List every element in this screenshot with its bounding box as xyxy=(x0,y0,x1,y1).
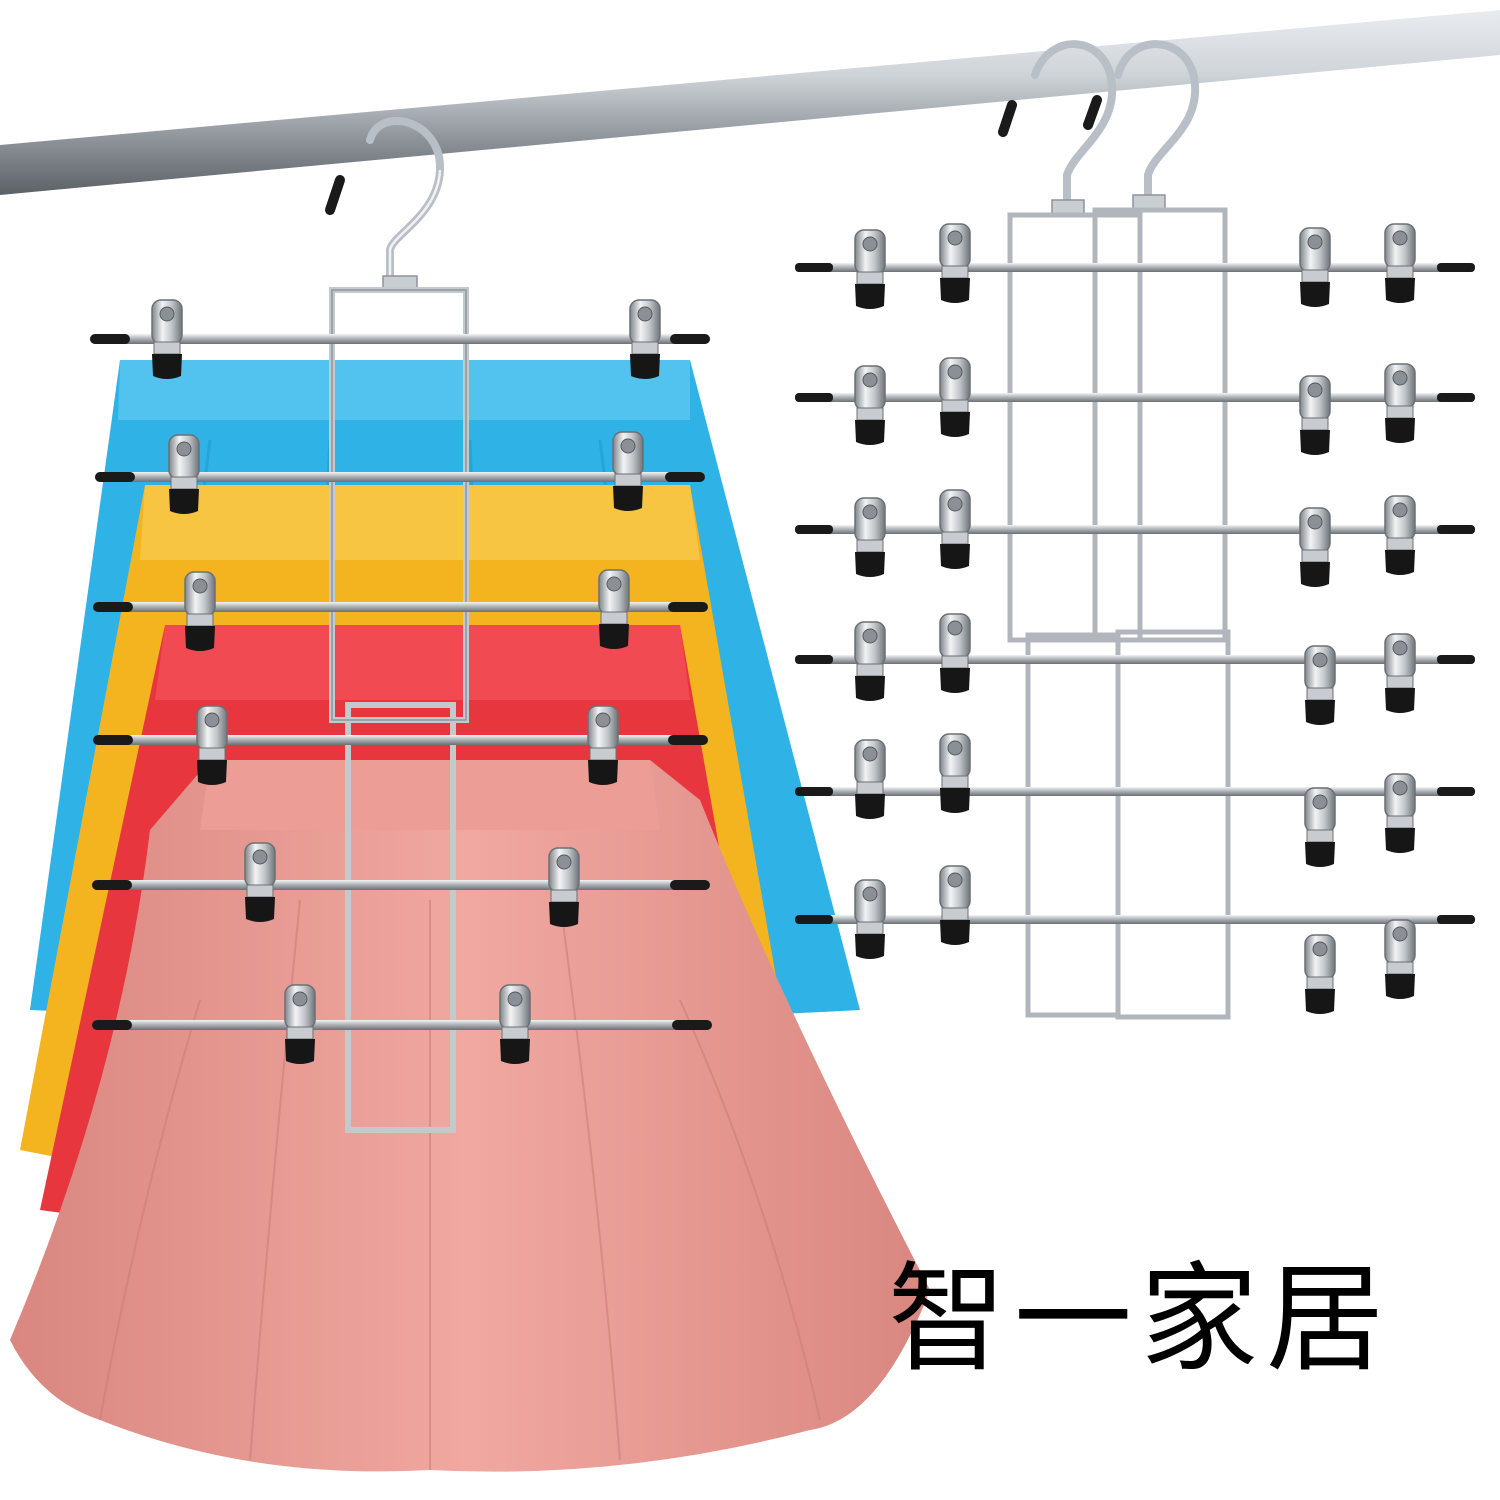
right-hanger-tiers xyxy=(795,223,1475,1015)
right-hanger-hooks xyxy=(998,40,1200,215)
left-hanger-frame xyxy=(329,287,469,1133)
left-hanger-hook xyxy=(325,116,445,291)
left-hanger-tiers xyxy=(90,299,712,1065)
right-hanger-frames xyxy=(1007,207,1231,1020)
watermark-text: 智一家居 xyxy=(888,1250,1392,1388)
pink-skirt xyxy=(10,760,930,1472)
